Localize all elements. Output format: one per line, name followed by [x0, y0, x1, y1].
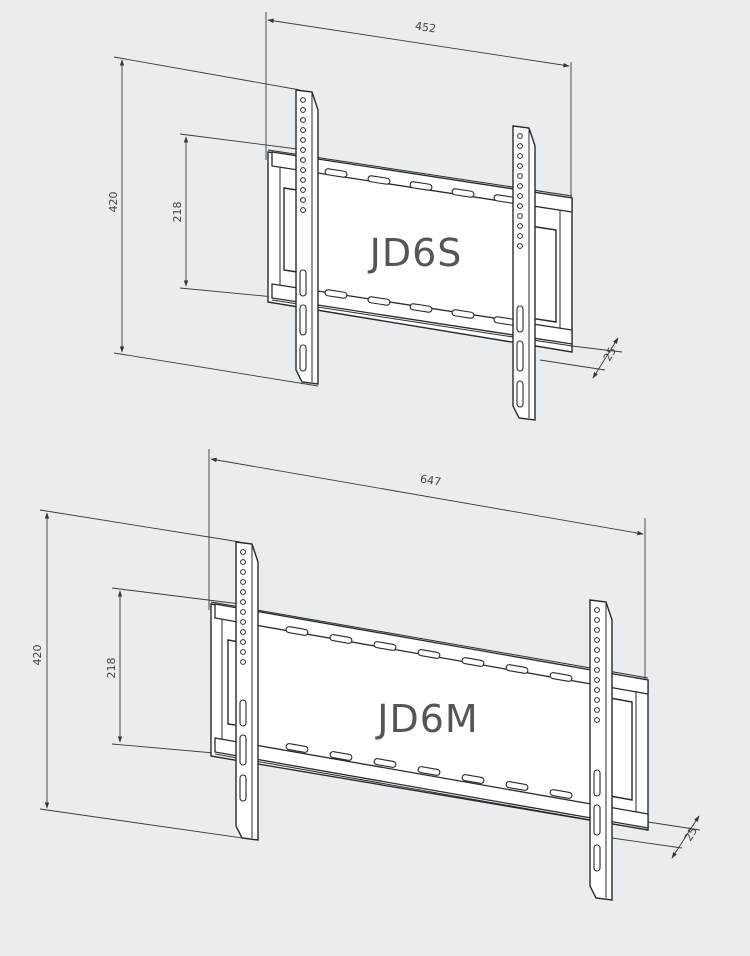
right-arm [589, 599, 613, 901]
depth-label: 25 [682, 825, 700, 844]
model-label: JD6S [368, 231, 463, 275]
left-arm [295, 89, 319, 385]
left-arm [235, 541, 259, 841]
width-dimension: 452 [265, 12, 572, 200]
vesa-label: 218 [105, 658, 118, 679]
width-label: 647 [419, 472, 442, 488]
depth-label: 25 [601, 345, 619, 364]
mount-jd6m: 647 420 218 25 [31, 449, 700, 901]
height-label: 420 [31, 645, 44, 666]
height-label: 420 [107, 192, 120, 213]
depth-dimension: 25 [611, 815, 700, 859]
mount-jd6s: 452 420 218 25 [107, 12, 623, 421]
height-dimension: 420 [31, 509, 257, 841]
right-arm [512, 125, 536, 421]
model-label: JD6M [375, 697, 478, 741]
depth-dimension: 25 [539, 337, 623, 379]
width-dimension: 647 [208, 449, 646, 688]
width-label: 452 [414, 20, 437, 36]
wall-plate [267, 149, 573, 353]
vesa-label: 218 [171, 202, 184, 223]
wall-plate [210, 601, 649, 831]
height-dimension: 420 [107, 56, 319, 387]
